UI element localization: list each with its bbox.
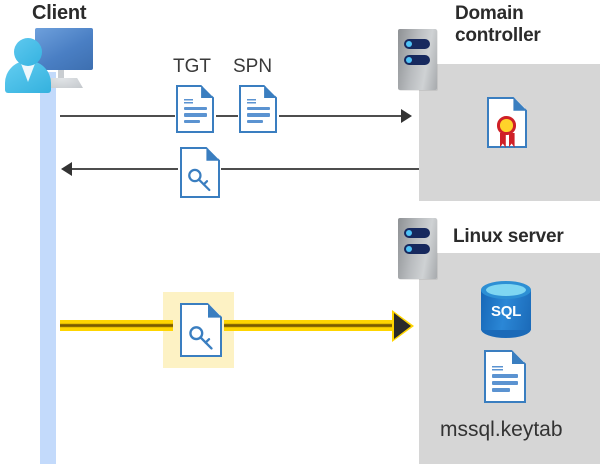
request-line-segment-1: [60, 115, 175, 117]
monitor-neck-icon: [58, 70, 64, 80]
sql-database-icon: SQL: [481, 281, 531, 339]
service-ticket-key-document-icon: [180, 147, 220, 198]
spn-document-icon: [239, 85, 277, 133]
key-icon: [188, 169, 211, 192]
linux-server-title: Linux server: [453, 226, 564, 247]
response-arrowhead-left-icon: [61, 162, 72, 176]
sql-database-label: SQL: [491, 303, 521, 320]
response-line-segment-1: [72, 168, 178, 170]
linux-server-icon: [398, 218, 437, 279]
client-title: Client: [32, 2, 87, 24]
monitor-base-icon: [41, 78, 83, 88]
server-led-bar-2: [404, 55, 430, 65]
certificate-document-icon: [487, 97, 527, 148]
tgt-label: TGT: [173, 56, 211, 77]
request-arrowhead-right-icon: [401, 109, 412, 123]
request-line-segment-2: [216, 115, 238, 117]
server-led-bar-2: [404, 244, 430, 254]
tgt-document-icon: [176, 85, 214, 133]
certificate-seal-icon: [497, 116, 516, 135]
client-lifeline: [40, 72, 56, 464]
request-line-segment-3: [279, 115, 402, 117]
spn-label: SPN: [233, 56, 273, 77]
person-head-icon: [14, 38, 42, 66]
service-ticket-arrow-segment-2: [224, 320, 399, 331]
keytab-document-icon: [484, 350, 526, 403]
key-icon: [188, 326, 213, 350]
response-line-segment-2: [221, 168, 419, 170]
server-led-bar-1: [404, 39, 430, 49]
server-led-bar-1: [404, 228, 430, 238]
domain-controller-server-icon: [398, 29, 437, 90]
client-workstation-icon: [5, 28, 95, 96]
service-ticket-arrowhead-inner-icon: [394, 313, 411, 339]
keytab-filename-label: mssql.keytab: [440, 418, 563, 441]
service-ticket-arrow-segment-1: [60, 320, 173, 331]
service-ticket-document-icon: [180, 303, 222, 357]
monitor-screen-icon: [35, 28, 93, 70]
